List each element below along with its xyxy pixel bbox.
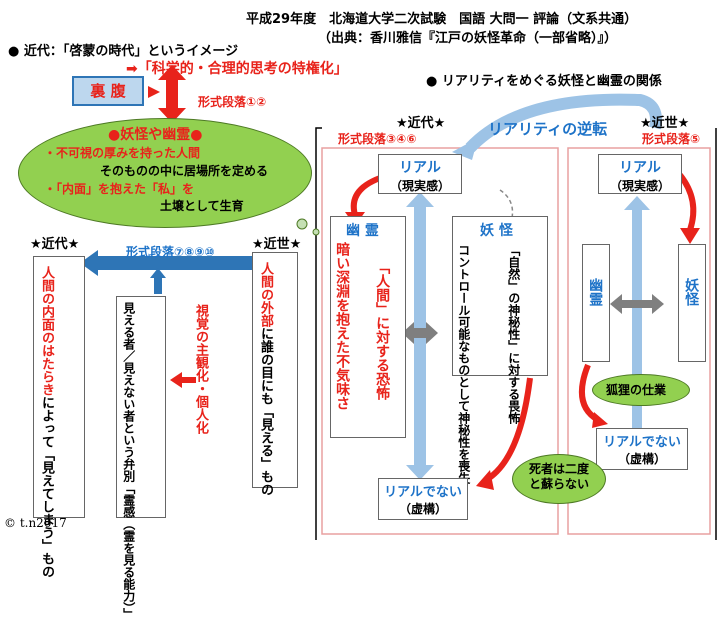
right-real-box: リアル （現実感）	[598, 154, 682, 194]
right-kinsei-label: ★近世★	[640, 116, 690, 131]
yokai-text-1: 「自然」の神秘性」に対する畏怖	[506, 244, 521, 424]
kinsei-box-text: 人間の外部に誰の目にも「見える」もの	[257, 262, 273, 496]
yurei-red-text: 暗い深淵を抱えた不気味さ	[334, 242, 351, 410]
para-label-1-2: 形式段落①②	[198, 95, 267, 109]
modern-image-note: ● 近代：「啓蒙の時代」というイメージ	[8, 44, 239, 59]
source-note: （出典：香川雅信『江戸の妖怪革命（一部省略）』）	[318, 31, 618, 46]
cloud-line-4: 土壌として生育	[160, 199, 244, 213]
center-unreal-box: リアルでない （虚構）	[378, 478, 468, 520]
diagram-arrows	[80, 65, 717, 540]
yokai-yurei-cloud	[18, 118, 312, 228]
middle-box-text: 見える者／見えない者という弁別「霊感（霊を見る能力）」	[121, 302, 136, 620]
yurei-fear-text: 「人間」に対する恐怖	[374, 260, 391, 400]
left-kindai-label: ★近代★	[30, 237, 80, 252]
yurei-title: 幽 霊	[346, 223, 379, 239]
inversion-label: リアリティの逆転	[488, 120, 608, 138]
middle-box	[116, 296, 166, 518]
privilege-note: ➡「科学的・合理的思考の特権化」	[126, 61, 348, 77]
yokai-box	[452, 216, 548, 376]
right-yurei-label: 幽霊	[587, 278, 604, 306]
fox-cloud	[592, 374, 690, 406]
cloud-title: ●妖怪や幽霊●	[108, 127, 203, 143]
kindai-box-text: 人間の内面のはたらきによって「見えてしまう」もの	[38, 266, 54, 578]
center-unreal-sub: （虚構）	[398, 502, 447, 516]
right-unreal-sub: （虚構）	[617, 452, 666, 466]
reality-title: ● リアリティをめぐる妖怪と幽霊の関係	[426, 74, 662, 89]
yokai-title: 妖 怪	[480, 223, 513, 239]
page-title: 平成29年度 北海道大学二次試験 国語 大問一 評論（文系共通）	[246, 12, 638, 27]
para-label-5: 形式段落⑤	[642, 132, 701, 146]
center-real-box: リアル （現実感）	[378, 154, 462, 194]
right-yokai-label: 妖怪	[683, 278, 700, 306]
center-real-label: リアル	[399, 160, 441, 176]
kinsei-red-text: 人間の外部	[257, 262, 273, 327]
right-unreal-box: リアルでない （虚構）	[596, 428, 688, 470]
right-real-sub: （現実感）	[609, 179, 670, 193]
para-label-7-10: 形式段落⑦⑧⑨⑩	[126, 245, 215, 259]
copyright: © t.n2017	[4, 516, 67, 530]
right-yurei-box	[582, 244, 610, 362]
center-unreal-label: リアルでない	[384, 485, 462, 500]
kindai-box	[33, 256, 85, 518]
left-kinsei-label: ★近世★	[252, 237, 302, 252]
middle-red-text: 視覚の主観化・個人化	[192, 304, 208, 434]
right-yokai-box	[678, 244, 706, 362]
kindai-red-text: 人間の内面のはたらき	[38, 266, 54, 396]
cloud-line-3: ・「内面」を抱えた「私」を	[44, 182, 195, 196]
center-real-sub: （現実感）	[389, 179, 450, 193]
dead-cloud	[512, 454, 606, 504]
kindai-black-text: によって「見えてしまう」もの	[38, 396, 54, 578]
kinsei-black-text: に誰の目にも「見える」もの	[257, 327, 273, 496]
center-kindai-label: ★近代★	[396, 116, 446, 131]
fox-label: 狐狸の仕業	[606, 383, 667, 397]
right-real-label: リアル	[619, 160, 661, 176]
cloud-line-1: ・不可視の厚みを持った人間	[44, 146, 201, 160]
kinsei-box	[252, 252, 298, 488]
dead-label: 死者は二度と蘇らない	[528, 462, 589, 491]
right-unreal-label: リアルでない	[603, 435, 681, 450]
reverse-side-label: 裏 腹	[72, 76, 144, 106]
yurei-box	[330, 216, 406, 438]
cloud-line-2: そのものの中に居場所を定める	[100, 164, 269, 178]
yokai-text-2: コントロール可能なものとして神秘性を喪失	[456, 244, 471, 484]
para-label-3-4-6: 形式段落③④⑥	[338, 132, 417, 146]
